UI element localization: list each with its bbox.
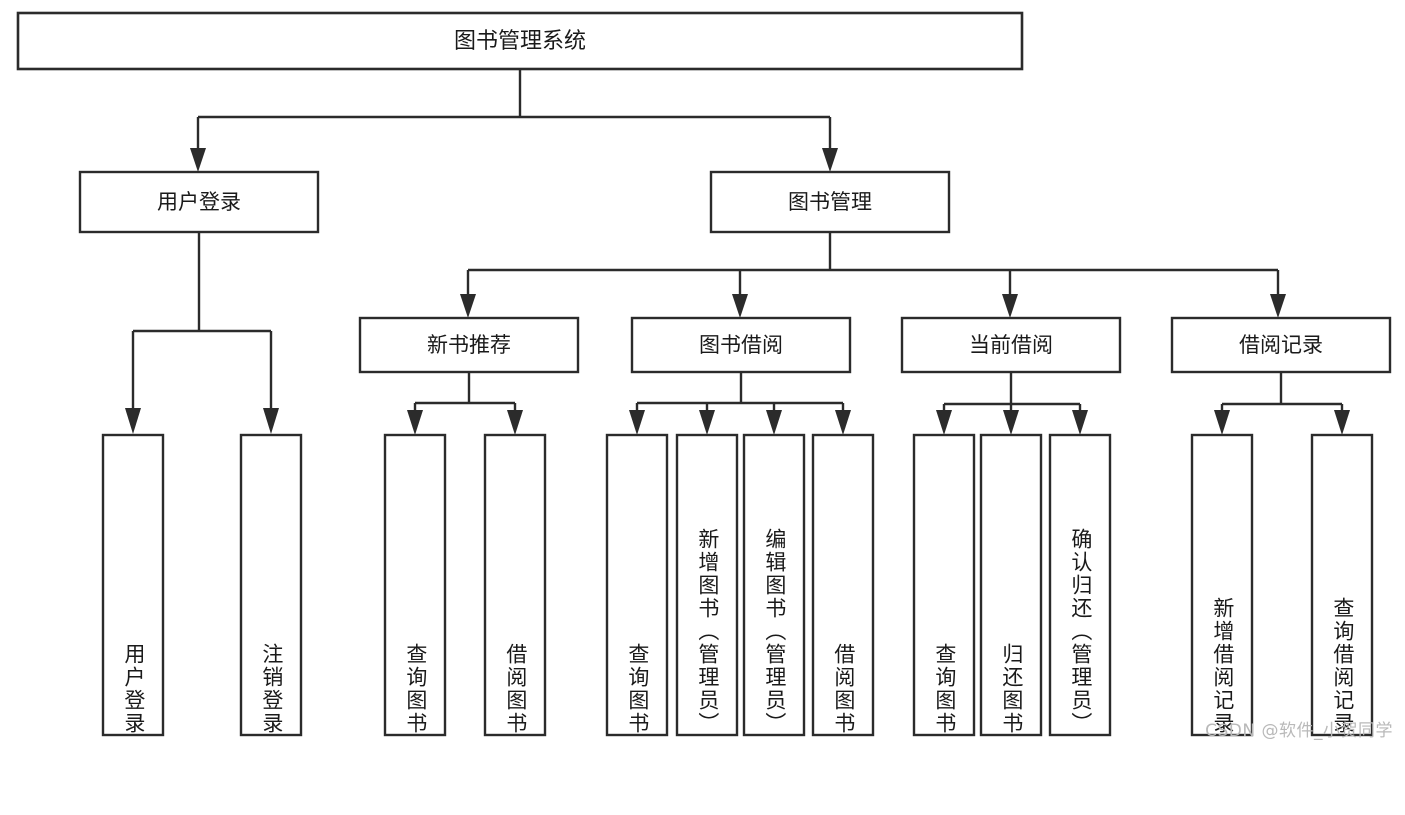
arrow-head-icon [822, 148, 838, 172]
arrow-head-icon [629, 410, 645, 435]
arrow-head-icon [1334, 410, 1350, 435]
level2-label-user-login: 用户登录 [157, 190, 241, 214]
level3-label-borrow-record: 借阅记录 [1239, 333, 1323, 357]
arrow-head-icon [936, 410, 952, 435]
root-label: 图书管理系统 [454, 29, 586, 54]
arrow-head-icon [190, 148, 206, 172]
level2-box-user-login[interactable] [78, 170, 320, 234]
leaf-box-query-book-1[interactable] [383, 433, 447, 737]
leaf-box-return-book[interactable] [979, 433, 1043, 737]
arrow-head-icon [1214, 410, 1230, 435]
arrow-head-icon [407, 410, 423, 435]
leaf-box-query-book-2[interactable] [605, 433, 669, 737]
level2-label-book-management: 图书管理 [788, 190, 872, 214]
node-new-book-recommend[interactable]: 新书推荐 [358, 316, 580, 374]
node-current-borrow[interactable]: 当前借阅 [900, 316, 1122, 374]
leaf-box-borrow-book-1[interactable] [483, 433, 547, 737]
arrow-head-icon [460, 294, 476, 318]
leaf-box-user-login[interactable] [101, 433, 165, 737]
level3-label-current-borrow: 当前借阅 [969, 333, 1053, 357]
leaf-box-borrow-book-2[interactable] [811, 433, 875, 737]
watermark-text: CSDN @软件_小贺同学 [1205, 721, 1393, 741]
level3-label-book-borrow: 图书借阅 [699, 333, 783, 357]
connector-book-management-to-level3 [460, 232, 1286, 318]
connector-new-book-recommend-to-leaves [407, 372, 523, 435]
leaf-box-query-borrow-record[interactable] [1310, 433, 1374, 737]
leaf-box-confirm-return-admin[interactable] [1048, 433, 1112, 737]
arrow-head-icon [1270, 294, 1286, 318]
leaf-box-add-borrow-record[interactable] [1190, 433, 1254, 737]
root-box[interactable] [16, 11, 1024, 71]
level3-label-new-book-recommend: 新书推荐 [427, 333, 511, 357]
node-book-management[interactable]: 图书管理 [709, 170, 951, 234]
node-borrow-record[interactable]: 借阅记录 [1170, 316, 1392, 374]
arrow-head-icon [732, 294, 748, 318]
arrow-head-icon [699, 410, 715, 435]
leaf-box-query-book-3[interactable] [912, 433, 976, 737]
connector-user-login-to-leaves [125, 232, 279, 434]
diagram-canvas: 图书管理系统 用户登录 图书管理 [16, 11, 1393, 741]
connector-root-to-level2 [190, 69, 838, 172]
arrow-head-icon [835, 410, 851, 435]
leaf-box-add-book-admin[interactable] [675, 433, 739, 737]
arrow-head-icon [1003, 410, 1019, 435]
arrow-head-icon [1072, 410, 1088, 435]
arrow-head-icon [507, 410, 523, 435]
leaf-box-edit-book-admin[interactable] [742, 433, 806, 737]
arrow-head-icon [1002, 294, 1018, 318]
arrow-head-icon [263, 408, 279, 434]
connector-book-borrow-to-leaves [629, 372, 851, 435]
leaf-box-logout[interactable] [239, 433, 303, 737]
connector-borrow-record-to-leaves [1214, 372, 1350, 435]
node-root[interactable]: 图书管理系统 [16, 11, 1024, 71]
level3-box-new-book-recommend[interactable] [358, 316, 580, 374]
node-user-login[interactable]: 用户登录 [78, 170, 320, 234]
level3-box-current-borrow[interactable] [900, 316, 1122, 374]
arrow-head-icon [125, 408, 141, 434]
connector-current-borrow-to-leaves [936, 372, 1088, 435]
node-book-borrow[interactable]: 图书借阅 [630, 316, 852, 374]
org-chart-svg: 图书管理系统 用户登录 图书管理 [16, 11, 1392, 737]
arrow-head-icon [766, 410, 782, 435]
